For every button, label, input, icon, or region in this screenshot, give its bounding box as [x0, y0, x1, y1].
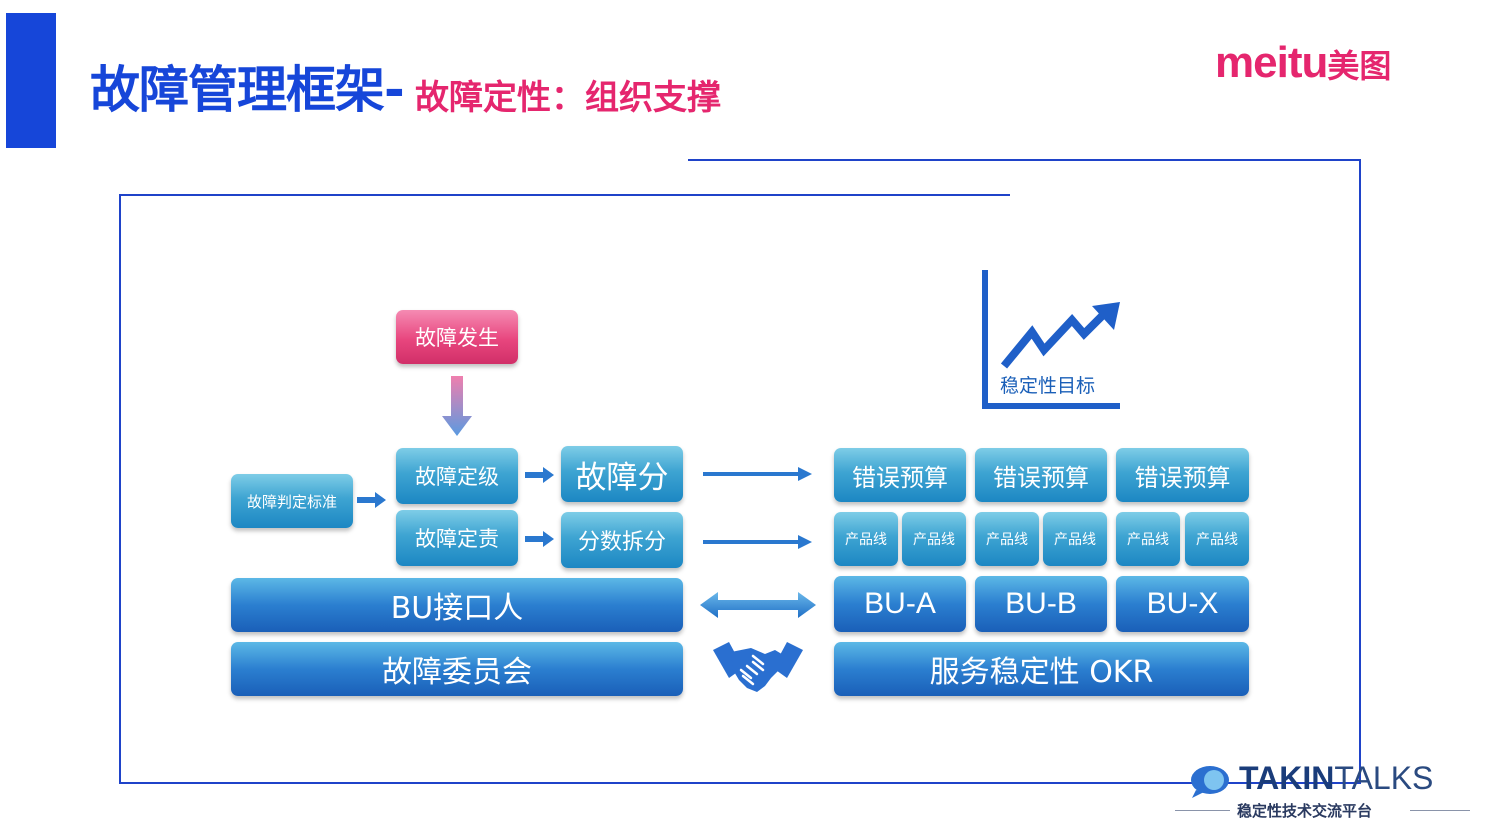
- error-budget-box: 错误预算: [975, 448, 1107, 502]
- right-arrow-icon: [525, 467, 554, 483]
- service-okr-label: 服务稳定性 OKR: [929, 655, 1154, 690]
- bu-unit-box: BU-A: [834, 576, 966, 632]
- grading-label: 故障定级: [415, 465, 499, 489]
- error-budget-box: 错误预算: [834, 448, 966, 502]
- right-arrow-icon: [525, 531, 554, 547]
- score-split-box: 分数拆分: [561, 512, 683, 568]
- brand-bold: TAKIN: [1239, 760, 1335, 796]
- bu-contact-bar: BU接口人: [231, 578, 683, 632]
- incident-occurs-label: 故障发生: [415, 326, 499, 350]
- double-arrow-icon: [700, 592, 816, 618]
- service-okr-bar: 服务稳定性 OKR: [834, 642, 1249, 696]
- product-line-box: 产品线: [975, 512, 1039, 566]
- error-budget-box: 错误预算: [1116, 448, 1249, 502]
- down-arrow-icon: [442, 376, 472, 436]
- accent-bar: [6, 13, 56, 148]
- bu-unit-label: BU-X: [1146, 587, 1219, 620]
- long-right-arrow-icon: [703, 467, 812, 481]
- product-line-box: 产品线: [1116, 512, 1180, 566]
- logo-text-cn: 美图: [1327, 47, 1392, 85]
- bu-unit-box: BU-X: [1116, 576, 1249, 632]
- logo-text-en: meitu: [1215, 38, 1328, 87]
- product-line-box: 产品线: [834, 512, 898, 566]
- page-subtitle: 故障定性：组织支撑: [415, 78, 721, 118]
- bu-unit-label: BU-A: [864, 587, 936, 620]
- committee-bar: 故障委员会: [231, 642, 683, 696]
- right-arrow-icon: [357, 492, 386, 508]
- takin-talks-logo: TAKINTALKS 稳定性技术交流平台: [1175, 758, 1475, 824]
- trend-up-chart-icon: [982, 270, 1120, 409]
- error-budget-label: 错误预算: [993, 463, 1089, 492]
- product-line-box: 产品线: [1043, 512, 1107, 566]
- responsibility-box: 故障定责: [396, 510, 518, 566]
- product-line-label: 产品线: [1127, 532, 1169, 548]
- bu-contact-label: BU接口人: [390, 591, 524, 626]
- score-split-label: 分数拆分: [577, 530, 666, 555]
- bu-unit-box: BU-B: [975, 576, 1107, 632]
- product-line-label: 产品线: [1196, 532, 1238, 548]
- error-budget-label: 错误预算: [852, 463, 948, 492]
- incident-occurs-box: 故障发生: [396, 310, 518, 364]
- fault-score-box: 故障分: [561, 446, 683, 502]
- product-line-box: 产品线: [1185, 512, 1249, 566]
- criteria-box: 故障判定标准: [231, 474, 353, 528]
- long-right-arrow-icon: [703, 535, 812, 549]
- product-line-label: 产品线: [1054, 532, 1096, 548]
- responsibility-label: 故障定责: [415, 527, 499, 551]
- product-line-label: 产品线: [913, 532, 955, 548]
- grading-box: 故障定级: [396, 448, 518, 504]
- committee-label: 故障委员会: [382, 655, 532, 690]
- page-title: 故障管理框架-: [90, 61, 405, 119]
- fault-score-label: 故障分: [575, 459, 669, 496]
- divider: [1175, 810, 1230, 811]
- criteria-label: 故障判定标准: [246, 492, 337, 511]
- meitu-logo: meitu美图: [1215, 38, 1391, 88]
- divider: [1410, 810, 1470, 811]
- product-line-label: 产品线: [845, 532, 887, 548]
- product-line-label: 产品线: [986, 532, 1028, 548]
- error-budget-label: 错误预算: [1134, 463, 1231, 492]
- product-line-box: 产品线: [902, 512, 966, 566]
- takin-talks-wordmark: TAKINTALKS: [1239, 760, 1433, 797]
- brand-light: TALKS: [1334, 760, 1434, 796]
- stability-target-label: 稳定性目标: [1000, 375, 1096, 397]
- bu-unit-label: BU-B: [1005, 587, 1077, 620]
- takin-mark-icon: [1191, 766, 1229, 798]
- brand-tagline: 稳定性技术交流平台: [1237, 802, 1373, 820]
- handshake-icon: [713, 642, 803, 692]
